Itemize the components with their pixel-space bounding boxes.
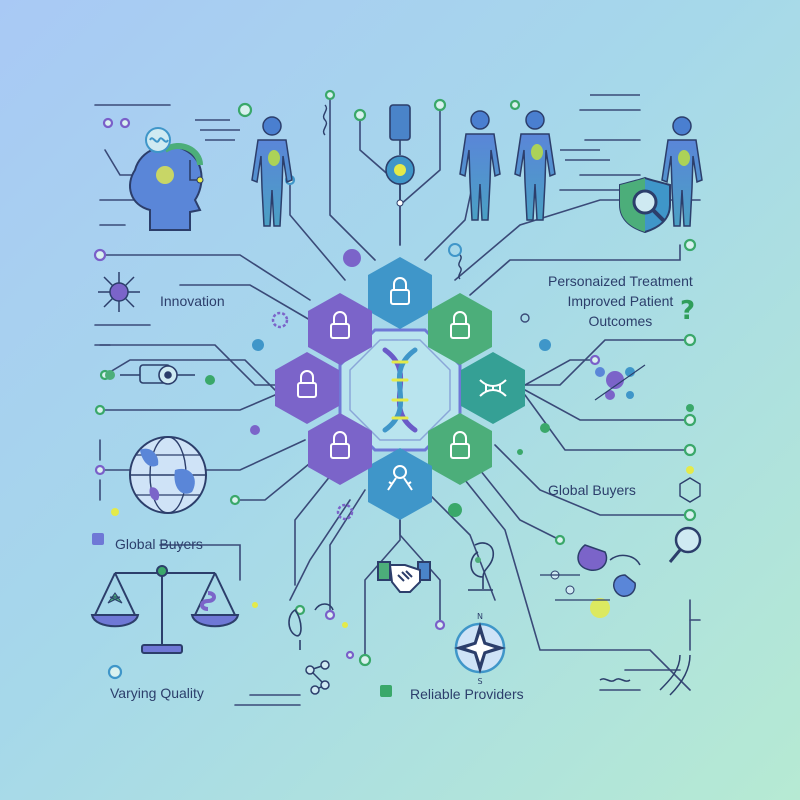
hex-bottom-right[interactable] <box>428 413 492 485</box>
test-tube-icon <box>385 104 415 207</box>
central-octagon <box>338 328 462 452</box>
globe-icon <box>129 436 207 514</box>
lock-icon <box>450 431 470 459</box>
head-profile-icon <box>129 143 204 231</box>
dash-marks <box>195 94 640 161</box>
legend-square-purple <box>92 533 104 545</box>
label-personalized-line2: Improved Patient <box>567 293 674 309</box>
question-mark-icon: ? <box>680 296 696 326</box>
brain-signal-icon <box>145 127 171 153</box>
hex-top[interactable] <box>368 257 432 329</box>
stethoscope-icon <box>288 603 334 650</box>
human-body-icon <box>661 116 703 227</box>
hex-ring <box>275 257 525 520</box>
label-personalized-line3: Outcomes <box>588 313 653 329</box>
hex-top-right[interactable] <box>428 293 492 365</box>
dna-icon <box>382 347 418 433</box>
compass-icon: N S <box>454 612 506 686</box>
device-icon <box>105 364 195 385</box>
hex-bottom[interactable] <box>368 448 432 520</box>
lock-icon <box>330 311 350 339</box>
human-bodies <box>251 110 703 227</box>
key-icon <box>387 465 413 491</box>
svg-text:N: N <box>477 612 483 621</box>
squiggle-mark <box>322 104 462 280</box>
organ-highlight <box>531 144 543 160</box>
lock-icon <box>390 277 410 305</box>
human-body-icon <box>514 110 556 221</box>
organ-highlight <box>678 150 690 166</box>
handshake-icon <box>377 561 431 593</box>
hex-right[interactable] <box>461 352 525 424</box>
lab-equipment-icon <box>540 544 641 601</box>
balance-scale-icon <box>90 565 240 654</box>
svg-text:S: S <box>477 677 482 686</box>
hex-left[interactable] <box>275 352 339 424</box>
lock-icon <box>330 431 350 459</box>
label-innovation: Innovation <box>160 293 225 309</box>
hex-top-left[interactable] <box>308 293 372 365</box>
lock-icon <box>450 311 470 339</box>
dna-icon <box>479 379 507 397</box>
label-global-buyers-right: Global Buyers <box>548 482 636 498</box>
molecule-icon <box>98 272 140 312</box>
legend-square-green <box>380 685 392 697</box>
organ-highlight <box>268 150 280 166</box>
microscope-icon <box>468 542 495 591</box>
circuit-lines <box>94 94 701 706</box>
label-personalized-line1: Personaized Treatment <box>548 273 693 289</box>
hex-molecule-icon <box>679 477 701 503</box>
solid-dots <box>111 243 694 628</box>
label-personalized-treatment: Personaized Treatment Improved Patient O… <box>548 271 693 331</box>
lock-icon <box>297 370 317 398</box>
label-global-buyers-left: Global Buyers <box>115 536 203 552</box>
human-body-icon <box>251 116 293 227</box>
network-node-icon <box>305 660 330 695</box>
hex-bottom-left[interactable] <box>308 413 372 485</box>
magnifier-icon <box>668 526 702 563</box>
human-body-icon <box>459 110 501 221</box>
label-varying-quality: Varying Quality <box>110 685 204 701</box>
wave-marks <box>599 654 691 696</box>
label-reliable-providers: Reliable Providers <box>410 686 524 702</box>
molecule-cluster-icon <box>594 364 646 401</box>
shield-magnifier-icon <box>619 176 671 234</box>
